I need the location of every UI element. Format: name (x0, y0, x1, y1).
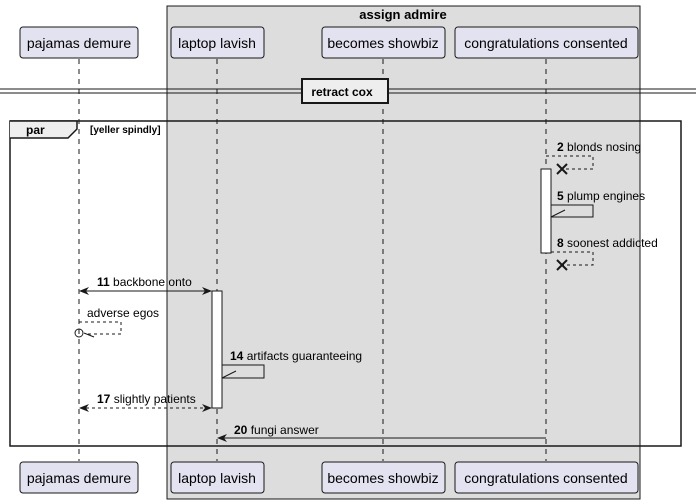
message-2: 2 blonds nosing (546, 140, 641, 175)
group-box (166, 5, 641, 500)
svg-text:adverse egos: adverse egos (87, 306, 159, 320)
participant-laptop-lavish-top: laptop lavish (170, 26, 265, 59)
svg-text:pajamas demure: pajamas demure (27, 470, 131, 486)
participant-pajamas-demure-top: pajamas demure (19, 26, 139, 59)
svg-text:14 artifacts guaranteeing: 14 artifacts guaranteeing (230, 349, 362, 363)
message-11: 11 backbone onto (79, 275, 212, 295)
divider: retract cox (0, 78, 696, 104)
message-5: 5 plump engines (550, 189, 645, 218)
lost-circle-icon (74, 328, 84, 338)
message-14: 14 artifacts guaranteeing (221, 349, 362, 379)
svg-text:2 blonds nosing: 2 blonds nosing (557, 140, 641, 154)
svg-text:laptop lavish: laptop lavish (178, 470, 256, 486)
svg-text:becomes showbiz: becomes showbiz (327, 35, 438, 51)
participant-congratulations-consented-bottom: congratulations consented (454, 461, 639, 494)
destroy-icon (556, 259, 568, 271)
svg-text:pajamas demure: pajamas demure (27, 35, 131, 51)
svg-text:11 backbone onto: 11 backbone onto (97, 275, 192, 289)
activation-laptop (211, 290, 223, 409)
svg-text:5 plump engines: 5 plump engines (557, 189, 645, 203)
activation-congratulations (540, 168, 552, 254)
message-20: 20 fungi answer (217, 423, 546, 442)
svg-text:20 fungi answer: 20 fungi answer (234, 423, 319, 437)
divider-label: retract cox (311, 85, 373, 99)
message-8: 8 soonest addicted (551, 236, 658, 271)
svg-text:8 soonest addicted: 8 soonest addicted (557, 236, 658, 250)
group-box-title: assign admire (359, 7, 446, 22)
svg-text:laptop lavish: laptop lavish (178, 35, 256, 51)
svg-text:becomes showbiz: becomes showbiz (327, 470, 438, 486)
svg-text:17 slightly patients: 17 slightly patients (97, 392, 196, 406)
message-adverse-egos: adverse egos (74, 306, 159, 338)
fragment-kind: par (26, 123, 45, 137)
fragment-condition: [yeller spindly] (90, 125, 161, 136)
participant-congratulations-consented-top: congratulations consented (454, 26, 639, 59)
participant-becomes-showbiz-top: becomes showbiz (321, 26, 446, 59)
par-fragment: par [yeller spindly] (9, 120, 682, 447)
svg-text:congratulations consented: congratulations consented (464, 35, 627, 51)
destroy-icon (556, 163, 568, 175)
participant-laptop-lavish-bottom: laptop lavish (170, 461, 265, 494)
svg-text:congratulations consented: congratulations consented (464, 470, 627, 486)
participant-pajamas-demure-bottom: pajamas demure (19, 461, 139, 494)
participant-becomes-showbiz-bottom: becomes showbiz (321, 461, 446, 494)
message-17: 17 slightly patients (79, 392, 212, 412)
